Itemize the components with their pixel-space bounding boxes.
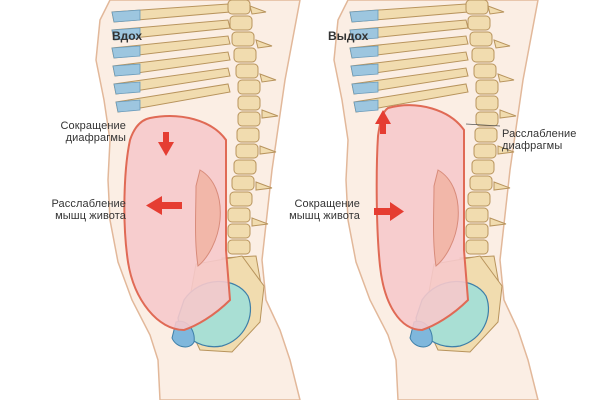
exhale-panel xyxy=(333,0,539,400)
inhale-diaphragm-label: Сокращение диафрагмы xyxy=(38,120,126,144)
inhale-diaphragm-label-line2: диафрагмы xyxy=(65,132,126,144)
exhale-diaphragm-label-line2: диафрагмы xyxy=(502,140,563,152)
exhale-abdomen-arrow xyxy=(374,202,404,221)
inhale-abdomen-label: Расслабление мышц живота xyxy=(30,198,126,222)
exhale-diaphragm-pointer xyxy=(465,123,501,127)
exhale-abdominal-cavity xyxy=(375,104,470,332)
inhale-abdomen-label-line1: Расслабление xyxy=(51,198,126,210)
exhale-abdomen-label-line2: мышц живота xyxy=(289,210,360,222)
inhale-abdominal-cavity xyxy=(123,115,232,332)
exhale-title: Выдох xyxy=(328,29,369,43)
inhale-diaphragm-label-line1: Сокращение xyxy=(60,120,126,132)
exhale-diaphragm-label: Расслабление диафрагмы xyxy=(502,128,577,152)
exhale-diaphragm-label-line1: Расслабление xyxy=(502,128,577,140)
inhale-intestines xyxy=(195,169,221,267)
inhale-abdomen-arrow xyxy=(146,196,182,215)
inhale-diaphragm-arrow xyxy=(158,132,174,156)
inhale-abdomen-label-line2: мышц живота xyxy=(55,210,126,222)
exhale-diaphragm-arrow xyxy=(375,110,391,134)
exhale-abdomen-label: Сокращение мышц живота xyxy=(268,198,360,222)
exhale-intestines xyxy=(433,169,459,267)
exhale-abdomen-label-line1: Сокращение xyxy=(294,198,360,210)
inhale-panel xyxy=(95,0,301,400)
inhale-title: Вдох xyxy=(112,29,142,43)
